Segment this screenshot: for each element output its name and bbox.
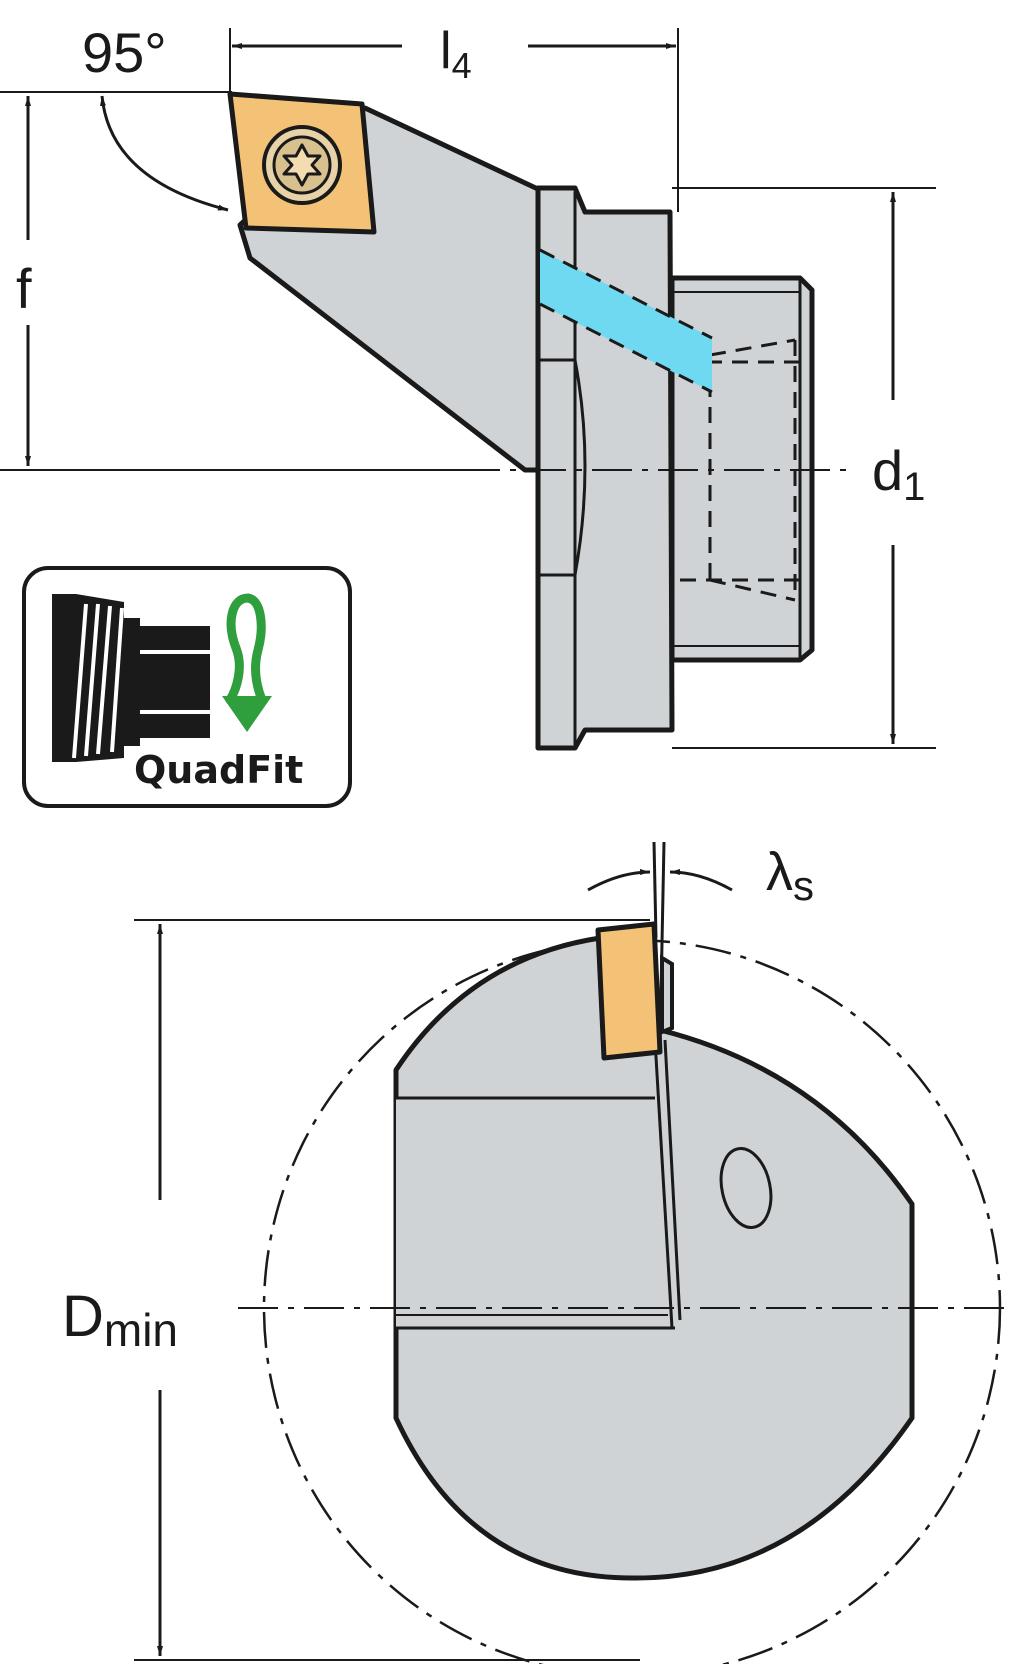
front-view: Dmin λs xyxy=(62,841,1010,1664)
front-insert xyxy=(595,921,663,1061)
dim-f-label: f xyxy=(16,257,32,320)
quadfit-coupling-icon xyxy=(52,594,210,762)
quadfit-label: QuadFit xyxy=(134,748,303,792)
dim-lambda-label: λs xyxy=(766,842,814,909)
rotation-arrow-icon xyxy=(225,593,267,705)
angle-arc xyxy=(99,95,229,212)
dim-d1-label: d1 xyxy=(872,439,925,509)
dim-l4-label: l4 xyxy=(440,22,472,86)
dim-angle-label: 95° xyxy=(82,21,167,84)
top-view: l4 f d1 95° xyxy=(0,21,936,751)
quadfit-badge: QuadFit xyxy=(22,566,352,808)
dim-dmin-label: Dmin xyxy=(62,1284,178,1356)
coolant-hole xyxy=(719,1147,773,1229)
coolant-channel xyxy=(540,250,712,392)
